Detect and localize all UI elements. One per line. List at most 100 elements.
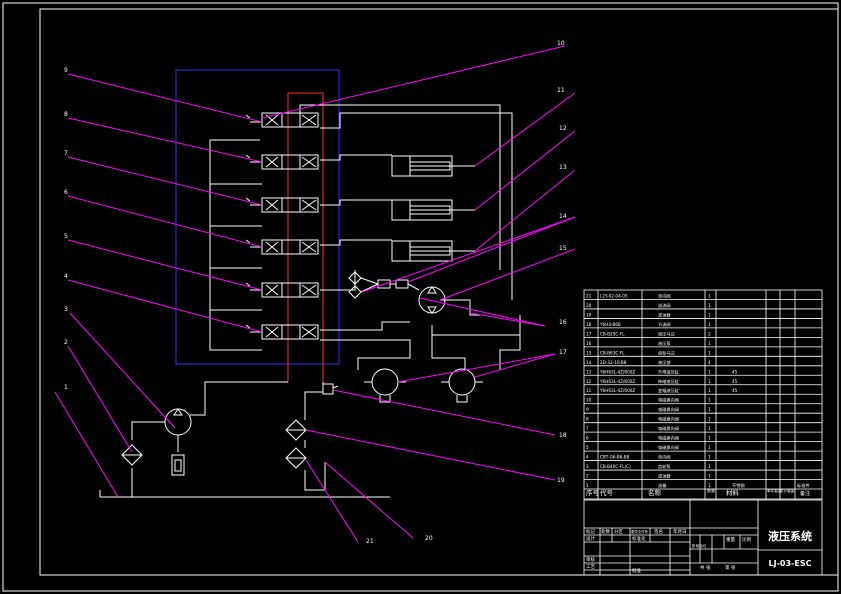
bom-cell-seq: 4 [586,455,589,460]
tb-approve: 批准 [632,567,641,574]
callout-11: 11 [557,87,565,94]
hydraulic-cylinders [391,155,475,262]
bom-cell-seq: 9 [586,407,589,412]
bom-cell-code: L2Y-02-04-05 [600,293,628,298]
bom-cell-name: 电磁换向阀 [658,397,679,404]
bom-cell-qty: 1 [708,426,711,431]
tb-weight: 重量 [726,536,735,543]
bom-cell-qty: 1 [708,464,711,469]
directional-valve-10 [245,112,319,128]
bom-cell-seq: 1 [586,483,589,488]
bom-cell-code: Y6H63L-4Z/600Z [599,379,635,384]
callout-19: 19 [557,477,565,484]
tb-change-doc: 更改文件号 [631,529,649,534]
bom-cell-qty: 1 [708,455,711,460]
drawing-title: 液压系统 [768,529,812,543]
callout-16: 16 [559,319,567,326]
bom-header-name: 名称 [648,488,662,497]
callout-labels: 1 2 3 4 5 6 7 8 9 10 11 12 13 14 15 16 1… [64,40,567,545]
bom-header-unit-weight: 单件重量 [767,488,782,493]
tb-review: 审核 [586,556,595,563]
bom-header-remark: 备注 [800,490,810,497]
bom-cell-name: 液压马达 [658,330,676,337]
callout-14: 14 [559,213,567,220]
callout-18: 18 [559,432,567,439]
bom-header-code: 代号 [600,488,614,497]
bom-cell-name: 齿轮马达 [658,349,676,356]
return-filter [285,419,307,441]
pumps-and-motors [164,286,483,436]
bom-cell-code: CB-B40C-FL(C) [600,464,631,469]
bom-cell-seq: 15 [586,350,592,355]
tb-scale: 比例 [742,536,751,543]
bom-cell-material: 45 [732,369,738,374]
bom-cell-seq: 19 [586,312,592,317]
bom-cell-name: 电磁换向阀 [658,425,679,432]
bom-cell-seq: 21 [586,293,592,298]
bom-cell-qty: 2 [708,331,711,336]
bom-cell-name: 电磁换向阀 [658,435,679,442]
callout-17: 17 [559,349,567,356]
bom-header: 序号 代号 名称 数量 材料 单件重量 总计重量 备注 [586,487,810,497]
bom-cell-name: 升降液压缸 [658,368,680,375]
bom-cell-seq: 16 [586,341,592,346]
bom-header-material: 材料 [726,488,740,497]
bom-cell-seq: 12 [586,379,592,384]
callout-7: 7 [64,150,68,157]
bom-cell-code: CB-B63C-FL [600,350,625,355]
bom-cell-seq: 20 [586,303,592,308]
drawing-frame [39,8,839,576]
bom-cell-remark: 标准件 [797,482,810,489]
bom-cell-qty: 1 [708,445,711,450]
bom-cell-seq: 18 [586,322,592,327]
bom-cell-name: 单向阀 [658,454,671,461]
bom-cell-code: Y6H4-B6B [599,322,621,327]
bom-cell-qty: 1 [708,474,711,479]
callout-12: 12 [559,125,567,132]
bom-cell-seq: 3 [586,464,589,469]
title-block-labels: 标记 处数 分区 更改文件号 签名 年月日 设计 标准化 阶段标记 重量 比例 … [586,528,751,574]
gear-pump [164,408,192,436]
callout-2: 2 [64,339,68,346]
callout-10: 10 [557,40,565,47]
gear-motor [418,286,446,314]
directional-valve-6 [245,282,319,298]
tb-sheet: 第 张 [725,564,736,571]
bom-header-qty: 数量 [707,487,715,493]
bom-cell-seq: 7 [586,426,589,431]
bom-grid [583,289,823,500]
bom-cell-seq: 14 [586,360,592,365]
callout-1: 1 [64,384,68,391]
bom-header-total-weight: 总计重量 [780,488,795,493]
bom-cell-qty: 1 [708,483,711,488]
bom-cell-qty: 1 [708,436,711,441]
title-block [583,499,823,576]
bom-cell-code: CB-B25C-FL [600,331,625,336]
bom-cell-qty: 1 [708,379,711,384]
bom-cell-name: 溢流阀 [658,302,671,309]
bom-cell-qty: 1 [708,350,711,355]
bom-cell-material: 45 [732,379,738,384]
pressure-gauge [171,454,185,476]
bom-cell-name: 电磁换向阀 [658,444,679,451]
filters-and-valves [121,383,339,476]
bom-cell-seq: 10 [586,398,592,403]
callout-9: 9 [64,67,68,74]
bom-cell-name: 液压锁 [658,359,671,366]
tb-count: 处数 [601,528,610,535]
bom-cell-code: 2D-32-10-B8 [600,360,627,365]
tb-stage-mark: 阶段标记 [692,543,707,548]
tb-zone: 分区 [614,528,623,535]
lifting-cylinder [391,240,475,262]
bom-cell-name: 滤油器 [658,311,671,318]
bom-cell-qty: 1 [708,369,711,374]
bom-cell-code: Y6H63L-4Z/600Z [599,388,635,393]
callout-8: 8 [64,111,68,118]
bom-cell-seq: 17 [586,331,592,336]
bom-cell-qty: 1 [708,322,711,327]
hydraulic-motor-right [441,368,483,403]
bom-cell-name: 齿轮泵 [658,463,671,470]
bom-cell-qty: 1 [708,407,711,412]
